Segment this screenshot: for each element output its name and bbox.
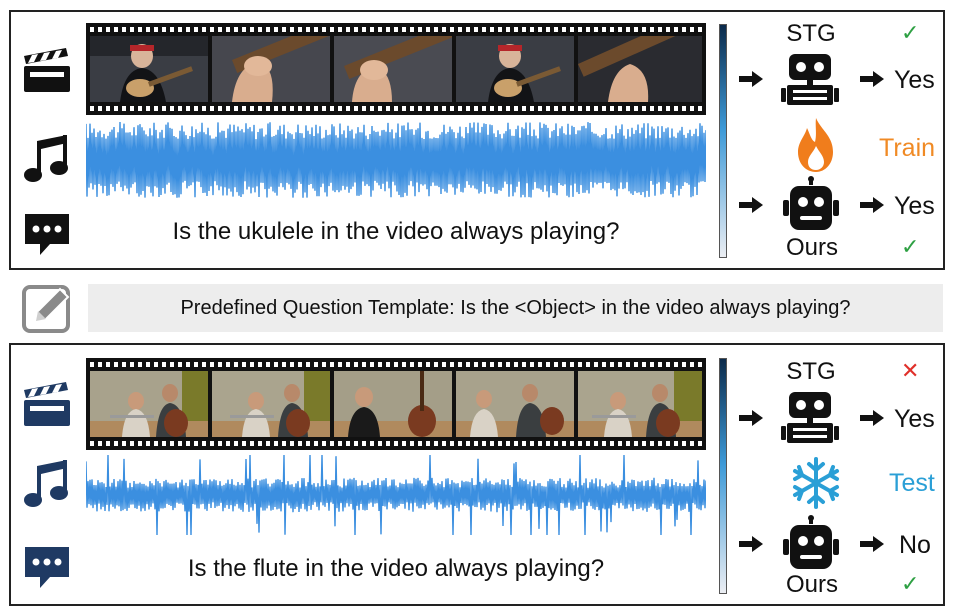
arrow-icon <box>860 410 884 426</box>
ours-label: Ours <box>785 234 838 261</box>
robot-icon <box>781 392 839 443</box>
arrow-icon <box>739 71 763 87</box>
stg-label: STG <box>786 358 836 385</box>
check-mark-icon: ✓ <box>901 234 920 259</box>
arrow-icon <box>739 197 763 213</box>
video-frame <box>334 36 452 102</box>
audio-waveform <box>86 121 706 198</box>
video-frame <box>90 36 208 102</box>
check-mark-icon: ✓ <box>901 20 920 45</box>
chat-bubble-icon <box>25 547 69 588</box>
question-template-bar: Predefined Question Template: Is the <Ob… <box>88 284 943 332</box>
test-label: Test <box>889 469 935 497</box>
video-frame <box>212 36 330 102</box>
music-note-icon <box>24 135 68 182</box>
ours-label: Ours <box>785 571 838 598</box>
music-note-icon <box>24 460 68 507</box>
top-example-panel: Is the ukulele in the video always playi… <box>9 10 945 270</box>
flame-icon <box>798 118 833 172</box>
video-frame <box>578 36 702 102</box>
question-text: Is the flute in the video always playing… <box>187 555 605 582</box>
ours-answer: Yes <box>894 192 935 220</box>
video-frame <box>90 371 208 437</box>
model-divider <box>719 358 727 594</box>
video-frame <box>578 371 702 437</box>
pencil-icon <box>22 285 70 333</box>
robot-icon <box>783 515 839 569</box>
video-frame <box>212 371 330 437</box>
arrow-icon <box>739 536 763 552</box>
stg-answer: Yes <box>894 405 935 433</box>
snowflake-icon <box>793 457 839 509</box>
video-frame <box>334 371 452 437</box>
question-text: Is the ukulele in the video always playi… <box>172 218 620 245</box>
robot-icon <box>781 54 839 105</box>
arrow-icon <box>860 536 884 552</box>
chat-bubble-icon <box>25 214 69 255</box>
train-label: Train <box>879 134 936 162</box>
check-mark-icon: ✓ <box>901 571 920 596</box>
video-filmstrip <box>86 358 706 450</box>
stg-label: STG <box>786 20 836 47</box>
clapperboard-icon <box>24 48 70 92</box>
bottom-example-panel: Is the flute in the video always playing… <box>9 343 945 606</box>
video-filmstrip <box>86 23 706 115</box>
arrow-icon <box>860 71 884 87</box>
video-frame <box>456 36 574 102</box>
waveform-path <box>86 454 706 536</box>
model-divider <box>719 24 727 258</box>
robot-icon <box>783 176 839 230</box>
waveform-path <box>86 121 706 198</box>
cross-mark-icon: ✕ <box>901 358 920 383</box>
audio-waveform <box>86 454 706 536</box>
video-frame <box>456 371 574 437</box>
ours-answer: No <box>899 531 931 559</box>
stg-answer: Yes <box>894 66 935 94</box>
arrow-icon <box>860 197 884 213</box>
arrow-icon <box>739 410 763 426</box>
clapperboard-icon <box>24 382 70 426</box>
